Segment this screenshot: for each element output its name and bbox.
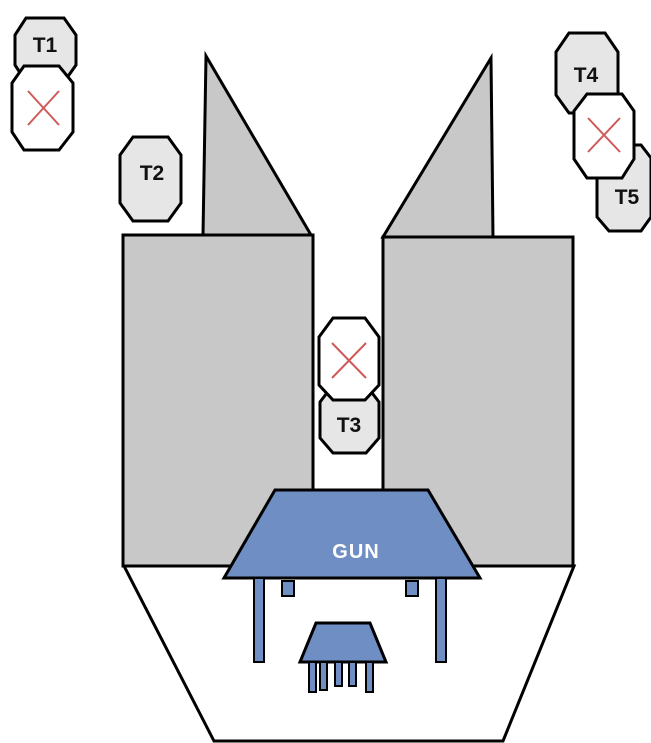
x-cross-icon — [317, 316, 381, 402]
target-t5-label: T5 — [615, 186, 640, 209]
gun-body — [221, 488, 483, 580]
right-building-spire — [380, 52, 495, 239]
gun-foot — [405, 580, 419, 597]
target-t2-shape — [118, 135, 183, 223]
target-t3-label: T3 — [337, 414, 362, 437]
gun-leg — [435, 577, 447, 663]
gun-label: GUN — [332, 541, 379, 563]
small-gun-body — [297, 621, 389, 664]
x-cross-icon — [10, 64, 75, 152]
small-gun — [297, 621, 389, 693]
target-t1-label: T1 — [33, 34, 58, 57]
gun-leg — [253, 577, 265, 663]
target-t2: T2 — [118, 135, 183, 223]
left-building-spire — [201, 50, 314, 237]
gun-foot — [281, 580, 295, 597]
target-t2-label: T2 — [140, 162, 165, 185]
gun: GUN — [221, 488, 483, 663]
x-cross-icon — [572, 92, 636, 180]
target-t4-label: T4 — [574, 64, 599, 87]
